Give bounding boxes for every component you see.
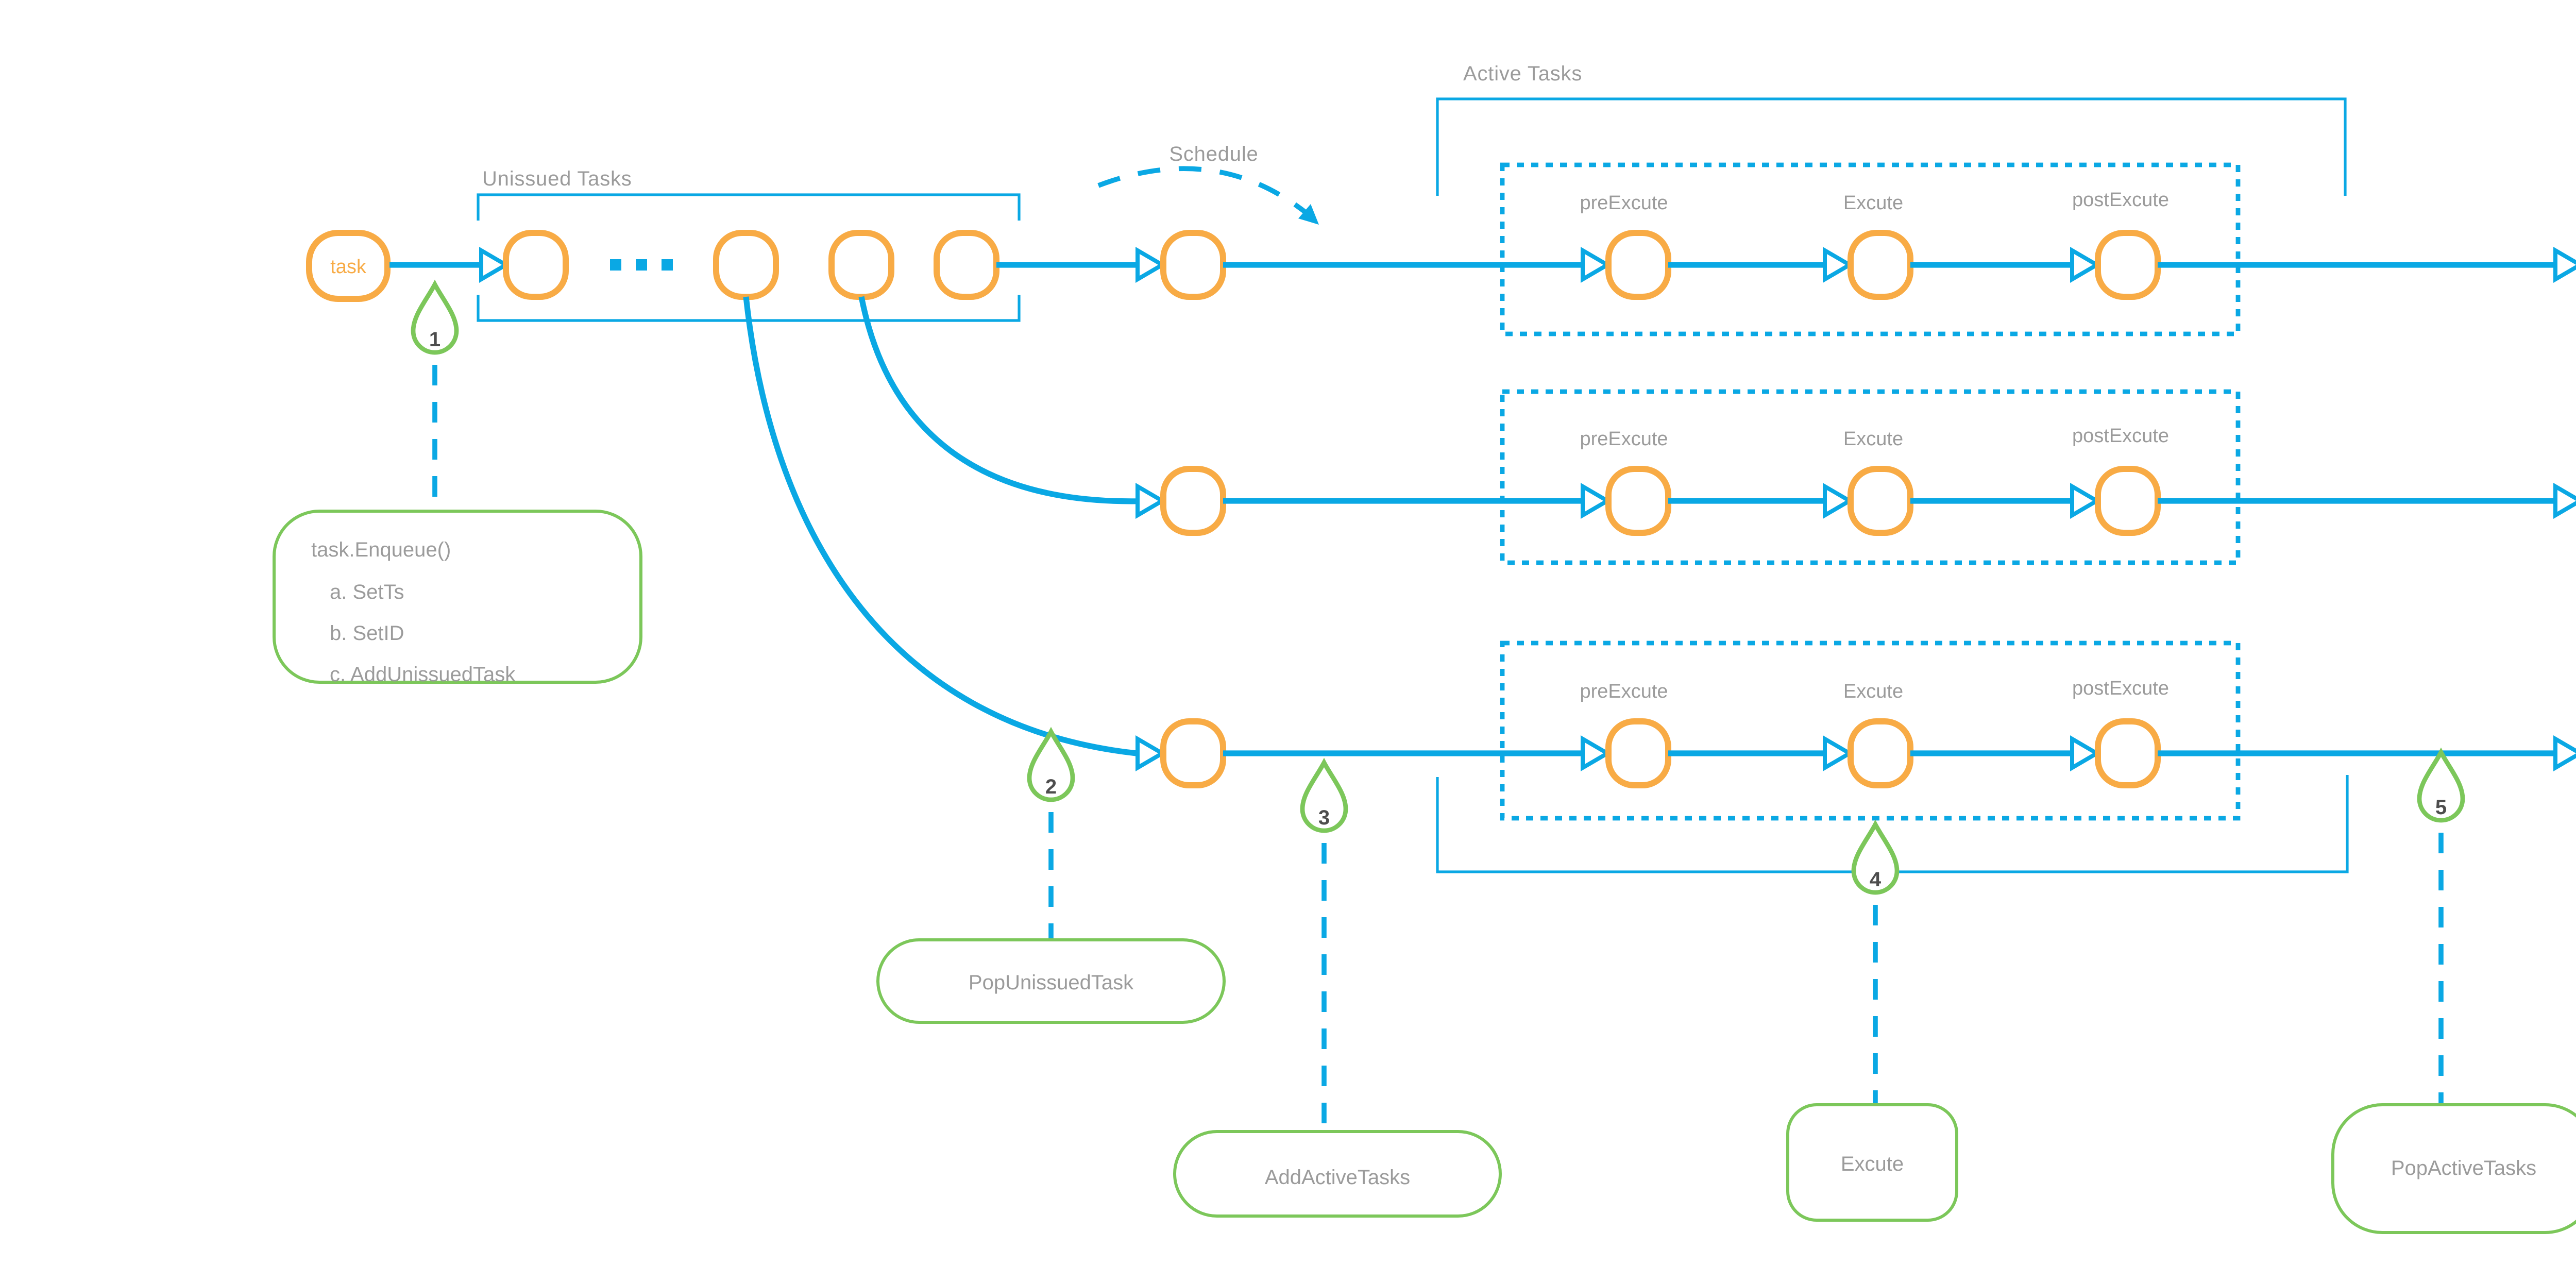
worker-row-3: preExcute Excute postExcute: [1160, 640, 2576, 821]
open-arrowhead-icon: [1581, 483, 1612, 519]
row2-preexcute-oval: [1605, 466, 1671, 536]
row3-excute-oval: [1848, 718, 1913, 788]
excute-callout-label: Excute: [1841, 1153, 1904, 1175]
row1-preexcute-oval: [1605, 230, 1671, 300]
open-arrowhead-icon: [2553, 735, 2576, 771]
pop-unissued-callout: [876, 938, 1226, 1024]
marker3-number: 3: [1318, 806, 1330, 829]
row3-postexcute-label: postExcute: [2072, 678, 2169, 699]
marker2-teardrop-icon: [1027, 727, 1075, 802]
row3-preexcute-label: preExcute: [1580, 681, 1668, 702]
enqueue-callout-line2: a. SetTs: [330, 581, 404, 603]
queue-oval-3: [828, 230, 894, 300]
open-arrowhead-icon: [1823, 735, 1854, 771]
open-arrowhead-icon: [1136, 247, 1166, 283]
row3-start-oval: [1160, 718, 1226, 788]
row2-postexcute-label: postExcute: [2072, 425, 2169, 447]
row2-pipeline-box: [1500, 389, 2241, 565]
open-arrowhead-icon: [2553, 483, 2576, 519]
pop-unissued-callout-label: PopUnissuedTask: [969, 971, 1134, 994]
marker1-teardrop-icon: [411, 279, 459, 355]
add-active-callout: [1173, 1130, 1502, 1218]
add-active-callout-label: AddActiveTasks: [1265, 1166, 1410, 1189]
row2-postexcute-oval: [2095, 466, 2161, 536]
row3-pipeline-box: [1500, 640, 2241, 821]
excute-callout: [1786, 1103, 1958, 1222]
schedule-label: Schedule: [1169, 143, 1258, 165]
row1-excute-label: Excute: [1843, 192, 1903, 214]
enqueue-callout-line4: c. AddUnissuedTask: [330, 663, 516, 686]
open-arrowhead-icon: [1581, 735, 1612, 771]
open-arrowhead-icon: [1136, 735, 1166, 771]
marker5-teardrop-icon: [2417, 747, 2465, 823]
row3-preexcute-oval: [1605, 718, 1671, 788]
row1-pipeline-box: [1500, 162, 2241, 336]
queue-oval-4: [934, 230, 999, 300]
marker5-number: 5: [2435, 796, 2447, 819]
open-arrowhead-icon: [1823, 247, 1854, 283]
row3-postexcute-oval: [2095, 718, 2161, 788]
row1-excute-oval: [1848, 230, 1913, 300]
open-arrowhead-icon: [2070, 483, 2101, 519]
row3-excute-label: Excute: [1843, 681, 1903, 702]
worker-row-2: preExcute Excute postExcute: [1160, 389, 2576, 565]
enqueue-callout-line1: task.Enqueue(): [311, 538, 451, 561]
row1-preexcute-label: preExcute: [1580, 192, 1668, 214]
marker3-teardrop-icon: [1300, 757, 1348, 833]
row2-excute-label: Excute: [1843, 428, 1903, 450]
schedule-dashed-arc: [1097, 166, 1313, 218]
active-tasks-label: Active Tasks: [1463, 62, 1582, 85]
task-node: [306, 230, 391, 302]
open-arrowhead-icon: [479, 247, 510, 283]
row1-start-oval: [1160, 230, 1226, 300]
pop-curve-to-row3: [743, 296, 1137, 756]
pop-active-callout-label: PopActiveTasks: [2391, 1157, 2536, 1179]
enqueue-callout-line3: b. SetID: [330, 622, 404, 645]
row2-start-oval: [1160, 466, 1226, 536]
row1-postexcute-label: postExcute: [2072, 189, 2169, 211]
schedule-arrowhead-icon: [1298, 204, 1319, 225]
row2-preexcute-label: preExcute: [1580, 428, 1668, 450]
unissued-tasks-label: Unissued Tasks: [482, 167, 632, 190]
queue-oval-2: [713, 230, 779, 300]
open-arrowhead-icon: [1823, 483, 1854, 519]
enqueue-callout: [273, 510, 642, 684]
queue-oval-1: [503, 230, 569, 300]
pop-curve-to-row2: [858, 296, 1137, 504]
marker4-teardrop-icon: [1851, 819, 1900, 895]
worker-row-1: preExcute Excute postExcute: [1160, 162, 2576, 336]
task-node-label: task: [330, 256, 367, 278]
open-arrowhead-icon: [2070, 247, 2101, 283]
active-tasks-bracket-top: [1436, 97, 2347, 196]
unissued-bracket-top: [477, 193, 1021, 221]
open-arrowhead-icon: [1136, 483, 1166, 519]
open-arrowhead-icon: [2553, 247, 2576, 283]
row1-postexcute-oval: [2095, 230, 2161, 300]
marker4-number: 4: [1870, 868, 1882, 891]
marker1-number: 1: [429, 328, 440, 351]
row2-excute-oval: [1848, 466, 1913, 536]
open-arrowhead-icon: [1581, 247, 1612, 283]
open-arrowhead-icon: [2070, 735, 2101, 771]
marker2-number: 2: [1045, 775, 1057, 798]
pop-active-callout: [2331, 1103, 2576, 1234]
